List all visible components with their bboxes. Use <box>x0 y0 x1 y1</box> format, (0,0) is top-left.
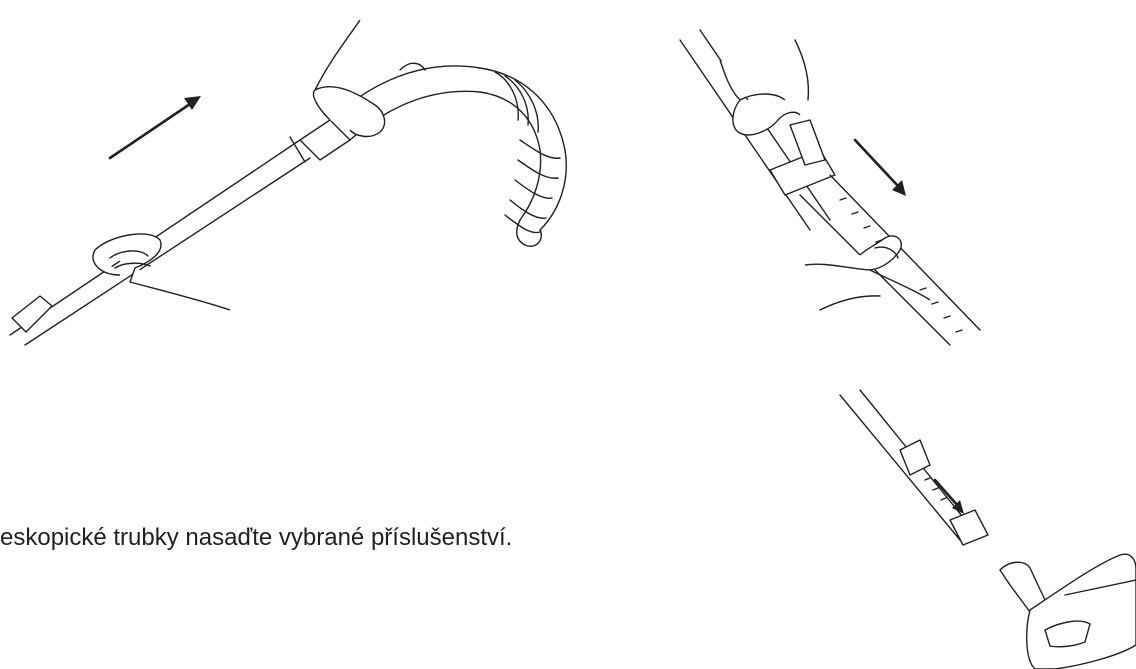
instruction-text: eskopické trubky nasaďte vybrané přísluš… <box>0 524 512 552</box>
telescopic-tube-illustration <box>660 0 1000 360</box>
hose-handle-drawing <box>300 20 566 246</box>
floor-brush-drawing <box>1000 554 1136 669</box>
floor-nozzle-illustration <box>830 380 1136 669</box>
arrow-up-right-icon <box>110 96 201 158</box>
tube-drawing <box>840 390 988 545</box>
hose-handle-illustration <box>0 0 600 360</box>
arrow-down-right-icon <box>855 140 906 196</box>
tube-drawing <box>10 137 310 345</box>
arrow-down-right-small-icon <box>935 480 964 514</box>
tube-drawing <box>680 30 980 345</box>
